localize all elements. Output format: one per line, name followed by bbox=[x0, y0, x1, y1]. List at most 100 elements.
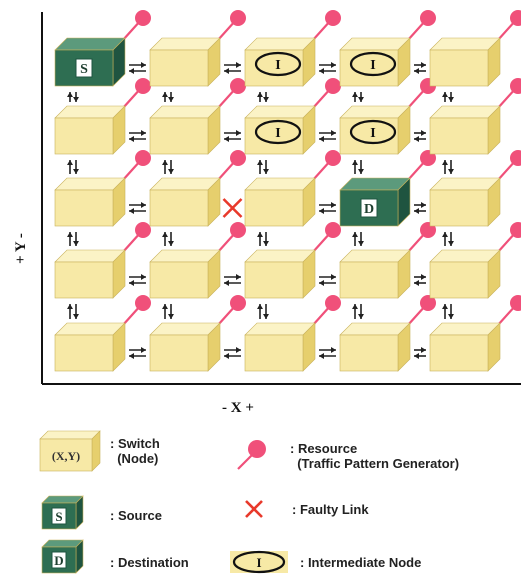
resource-icon bbox=[325, 150, 341, 166]
switch-node bbox=[55, 323, 125, 371]
box-front bbox=[150, 335, 208, 371]
box-front bbox=[430, 118, 488, 154]
arrowhead bbox=[358, 97, 364, 102]
resource-icon bbox=[325, 222, 341, 238]
box-front bbox=[55, 190, 113, 226]
arrowhead bbox=[331, 347, 336, 353]
arrowhead bbox=[73, 241, 79, 246]
arrowhead bbox=[319, 68, 324, 74]
vertical-link bbox=[442, 304, 454, 319]
vertical-link bbox=[257, 232, 269, 246]
arrowhead bbox=[129, 136, 134, 142]
arrowhead bbox=[141, 347, 146, 353]
arrowhead bbox=[421, 347, 426, 353]
switch-node: I bbox=[340, 106, 410, 154]
resource-icon bbox=[230, 295, 246, 311]
arrowhead bbox=[73, 314, 79, 319]
switch-node bbox=[150, 323, 220, 371]
arrowhead bbox=[331, 202, 336, 208]
vertical-link bbox=[257, 160, 269, 174]
arrowhead bbox=[224, 136, 229, 142]
arrowhead bbox=[236, 130, 241, 136]
arrowhead bbox=[141, 202, 146, 208]
legend-destination-label: D bbox=[54, 553, 63, 568]
horizontal-link bbox=[414, 62, 426, 74]
arrowhead bbox=[352, 232, 358, 237]
box-front bbox=[430, 262, 488, 298]
arrowhead bbox=[414, 280, 419, 286]
arrowhead bbox=[141, 274, 146, 280]
arrowhead bbox=[442, 232, 448, 237]
arrowhead bbox=[73, 97, 79, 102]
resource-icon bbox=[230, 78, 246, 94]
x-axis-label: - X + bbox=[222, 400, 254, 417]
resource-icon bbox=[135, 222, 151, 238]
resource-icon bbox=[135, 295, 151, 311]
intermediate-label: I bbox=[275, 58, 280, 73]
horizontal-link bbox=[414, 274, 426, 286]
arrowhead bbox=[162, 232, 168, 237]
arrowhead bbox=[448, 169, 454, 174]
intermediate-label: I bbox=[275, 126, 280, 141]
arrowhead bbox=[257, 92, 263, 97]
horizontal-link bbox=[414, 347, 426, 359]
arrowhead bbox=[224, 68, 229, 74]
arrowhead bbox=[358, 314, 364, 319]
horizontal-link bbox=[129, 130, 146, 142]
switch-node bbox=[430, 178, 500, 226]
legend-switch-text: : Switch (Node) bbox=[110, 436, 160, 466]
legend-source-text: : Source bbox=[110, 508, 162, 523]
horizontal-link bbox=[224, 274, 241, 286]
horizontal-link bbox=[224, 130, 241, 142]
arrowhead bbox=[421, 274, 426, 280]
mesh-grid: SIIIID bbox=[0, 0, 521, 400]
resource-icon bbox=[135, 150, 151, 166]
intermediate-label: I bbox=[370, 58, 375, 73]
arrowhead bbox=[236, 62, 241, 68]
arrowhead bbox=[442, 160, 448, 165]
vertical-link bbox=[352, 92, 364, 102]
box-front bbox=[430, 190, 488, 226]
switch-node: I bbox=[340, 38, 410, 86]
arrowhead bbox=[331, 274, 336, 280]
switch-node bbox=[150, 250, 220, 298]
switch-node bbox=[245, 250, 315, 298]
legend-intermediate: I bbox=[230, 551, 288, 573]
arrowhead bbox=[263, 97, 269, 102]
switch-node bbox=[150, 106, 220, 154]
arrowhead bbox=[421, 62, 426, 68]
arrowhead bbox=[257, 232, 263, 237]
arrowhead bbox=[224, 280, 229, 286]
arrowhead bbox=[421, 130, 426, 136]
resource-icon bbox=[325, 10, 341, 26]
arrowhead bbox=[319, 353, 324, 359]
legend-resource-text: : Resource (Traffic Pattern Generator) bbox=[290, 441, 459, 471]
arrowhead bbox=[162, 304, 168, 309]
arrowhead bbox=[319, 280, 324, 286]
horizontal-link bbox=[224, 62, 241, 74]
destination-node: D bbox=[340, 178, 410, 226]
arrowhead bbox=[141, 62, 146, 68]
resource-icon bbox=[420, 10, 436, 26]
arrowhead bbox=[168, 97, 174, 102]
resource-icon bbox=[230, 222, 246, 238]
arrowhead bbox=[352, 304, 358, 309]
vertical-link bbox=[442, 232, 454, 246]
vertical-link bbox=[352, 304, 364, 319]
vertical-link bbox=[442, 160, 454, 174]
horizontal-link bbox=[319, 130, 336, 142]
switch-node bbox=[245, 323, 315, 371]
arrowhead bbox=[73, 169, 79, 174]
legend-intermediate-label: I bbox=[256, 555, 261, 570]
arrowhead bbox=[331, 62, 336, 68]
box-front bbox=[150, 118, 208, 154]
legend-resource-icon bbox=[248, 440, 266, 458]
horizontal-link bbox=[319, 347, 336, 359]
resource-icon bbox=[230, 10, 246, 26]
legend-intermediate-text: : Intermediate Node bbox=[300, 555, 421, 570]
vertical-link bbox=[67, 92, 79, 102]
resource-icon bbox=[325, 295, 341, 311]
switch-node: I bbox=[245, 38, 315, 86]
destination-label: D bbox=[364, 202, 374, 217]
box-front bbox=[340, 262, 398, 298]
